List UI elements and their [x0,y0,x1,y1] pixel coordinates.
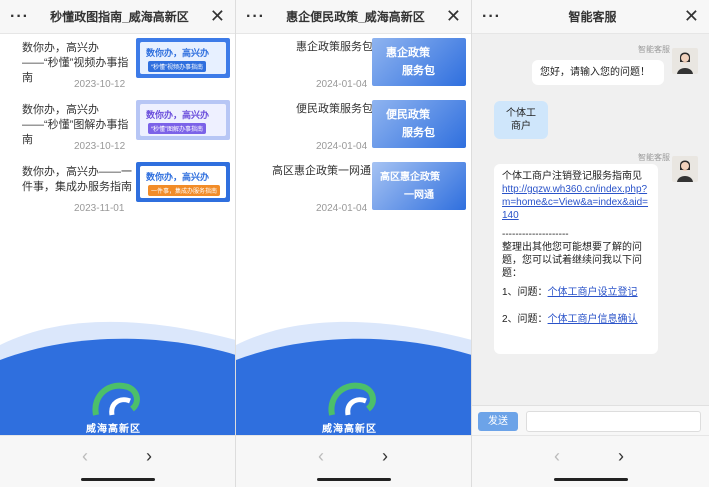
suggested-question-link[interactable]: 个体工商户设立登记 [547,287,638,298]
answer-more-text: 整理出其他您可能想要了解的问题，您可以试着继续问我以下问题： [502,242,642,279]
bottom-nav: ‹ › [0,435,235,487]
thumbnail-title: 数你办，高兴办 [146,48,210,58]
page-title: 智能客服 [568,10,617,24]
thumbnail-subtitle: 一网通 [404,190,434,201]
more-menu-icon[interactable]: ··· [10,7,29,25]
answer-link[interactable]: http://gqzw.wh360.cn/index.php?m=home&c=… [502,184,649,221]
list-item-title: 数你办，高兴办——“秒懂”视频办事指南 [22,42,129,84]
list-item-date: 2023-10-12 [74,141,126,152]
bottom-nav: ‹ › [236,435,471,487]
list-item[interactable]: 高区惠企政策一网通 2024-01-04 高区惠企政策 一网通 [236,160,471,222]
forward-arrow-icon[interactable]: › [382,446,388,466]
logo-text: 威海高新区 [322,424,377,435]
chat-input-bar: 发送 [472,405,709,435]
list-item[interactable]: 数你办，高兴办——“秒懂”视频办事指南 2023-10-12 数你办，高兴办 “… [0,36,235,98]
list-item-date: 2024-01-04 [316,79,368,90]
footer-wave-banner [0,321,235,435]
list-item-thumbnail: 惠企政策 服务包 [372,38,466,86]
list-item-title: 数你办，高兴办——“秒懂”图解办事指南 [22,104,129,146]
home-indicator [316,478,391,481]
suggested-question-link[interactable]: 个体工商户信息确认 [547,314,638,325]
list-item[interactable]: 便民政策服务包 2024-01-04 便民政策 服务包 [236,98,471,160]
page-title: 惠企便民政策_威海高新区 [286,10,425,24]
user-message: 个体工商户 [494,101,548,139]
list-item-thumbnail: 数你办，高兴办 “秒懂”视频办事指南 [136,38,230,78]
suggested-question: 1、问题：个体工商户设立登记 [502,286,650,299]
forward-arrow-icon[interactable]: › [618,446,624,466]
list-item-title: 便民政策服务包 [296,103,373,115]
thumbnail-subtitle: “秒懂”图解办事指南 [148,123,206,134]
back-arrow-icon[interactable]: ‹ [318,446,324,466]
bot-name: 智能客服 [638,45,670,54]
list-item-date: 2023-11-01 [74,203,125,214]
home-indicator [553,478,628,481]
home-indicator [80,478,155,481]
thumbnail-subtitle: “秒懂”视频办事指南 [148,61,206,72]
thumbnail-title: 高区惠企政策 [380,172,440,183]
list-item-thumbnail: 高区惠企政策 一网通 [372,162,466,210]
page-title: 秒懂政图指南_威海高新区 [50,10,189,24]
logo-text: 威海高新区 [86,424,141,435]
logo-icon [92,382,140,416]
bot-avatar [672,156,698,182]
suggested-question: 2、问题：个体工商户信息确认 [502,313,650,326]
title-bar: ··· 惠企便民政策_威海高新区 ✕ [236,0,471,34]
send-button[interactable]: 发送 [478,412,518,431]
close-icon[interactable]: ✕ [445,6,461,26]
panel-chat: ··· 智能客服 ✕ 智能客服 您好，请输入您的问题！ 个体工商户 智能客服 个… [472,0,709,487]
forward-arrow-icon[interactable]: › [146,446,152,466]
list-item[interactable]: 惠企政策服务包 2024-01-04 惠企政策 服务包 [236,36,471,98]
close-icon[interactable]: ✕ [683,6,699,26]
panel-policy-list: ··· 惠企便民政策_威海高新区 ✕ 惠企政策服务包 2024-01-04 惠企… [236,0,472,487]
title-bar: ··· 智能客服 ✕ [472,0,709,34]
thumbnail-title: 惠企政策 [386,47,430,59]
list-item-thumbnail: 便民政策 服务包 [372,100,466,148]
suggested-question-prefix: 1、问题： [502,287,548,298]
back-arrow-icon[interactable]: ‹ [554,446,560,466]
bottom-nav: ‹ › [472,435,709,487]
list-item-date: 2023-10-12 [74,79,126,90]
panel-guide-list: ··· 秒懂政图指南_威海高新区 ✕ 数你办，高兴办——“秒懂”视频办事指南 2… [0,0,236,487]
list-item-thumbnail: 数你办，高兴办 “秒懂”图解办事指南 [136,100,230,140]
footer-wave-banner [236,321,471,435]
more-menu-icon[interactable]: ··· [246,7,265,25]
answer-intro: 个体工商户注销登记服务指南见 [502,171,642,182]
thumbnail-subtitle: 服务包 [402,65,435,77]
bot-avatar [672,48,698,74]
list-item-title: 高区惠企政策一网通 [272,165,371,177]
thumbnail-title: 数你办，高兴办 [146,172,210,182]
answer-divider: -------------------- [502,229,569,240]
list-item-title: 惠企政策服务包 [296,41,373,53]
thumbnail-subtitle: 服务包 [402,127,435,139]
list-item-date: 2024-01-04 [316,203,368,214]
chat-area[interactable]: 智能客服 您好，请输入您的问题！ 个体工商户 智能客服 个体工商户注销登记服务指… [472,34,709,435]
logo-icon [328,382,376,416]
list-item-title: 数你办，高兴办——一件事，集成办服务指南 [22,166,132,193]
thumbnail-title: 数你办，高兴办 [146,110,210,120]
more-menu-icon[interactable]: ··· [482,7,501,25]
close-icon[interactable]: ✕ [209,6,225,26]
back-arrow-icon[interactable]: ‹ [82,446,88,466]
list-item-date: 2024-01-04 [316,141,368,152]
list-item[interactable]: 数你办，高兴办——一件事，集成办服务指南 2023-11-01 数你办，高兴办 … [0,160,235,222]
bot-answer-message: 个体工商户注销登记服务指南见 http://gqzw.wh360.cn/inde… [494,164,658,354]
list-item[interactable]: 数你办，高兴办——“秒懂”图解办事指南 2023-10-12 数你办，高兴办 “… [0,98,235,160]
suggested-question-prefix: 2、问题： [502,314,548,325]
list-item-thumbnail: 数你办，高兴办 一件事，集成办服务指南 [136,162,230,202]
thumbnail-title: 便民政策 [386,109,430,121]
thumbnail-subtitle: 一件事，集成办服务指南 [148,185,221,196]
bot-name: 智能客服 [638,153,670,162]
title-bar: ··· 秒懂政图指南_威海高新区 ✕ [0,0,235,34]
chat-input[interactable] [526,411,701,432]
bot-greeting-message: 您好，请输入您的问题！ [532,60,664,85]
